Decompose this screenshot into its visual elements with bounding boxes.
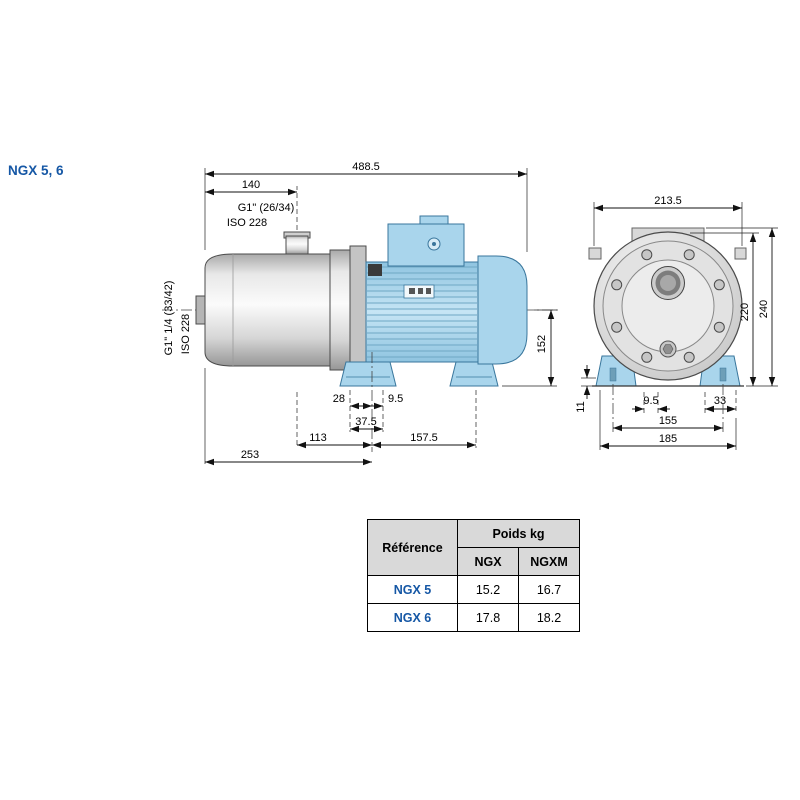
discharge-port: [285, 235, 309, 255]
rear-foot: [449, 361, 499, 387]
label-port-left: G1" 1/4 (33/42): [163, 281, 175, 356]
front-view: 213.5 220 240 11 9.5: [575, 195, 778, 450]
table-row: NGX 6 17.8 18.2: [367, 603, 580, 632]
bolt: [683, 351, 695, 363]
front-foot: [339, 361, 397, 387]
dim-base-width: 185: [659, 433, 677, 445]
drain-plug-hex: [662, 344, 674, 354]
dim-foot-edge: 33: [714, 395, 726, 407]
bolt: [611, 279, 623, 291]
dim-body-height: 220: [739, 303, 751, 321]
table-row: NGX 5 15.2 16.7: [367, 575, 580, 604]
bolt: [641, 249, 653, 261]
bolt: [713, 279, 725, 291]
dim-front-to-foot: 253: [241, 449, 259, 461]
nameplate-mark: [426, 288, 431, 294]
motor-fins: [367, 266, 477, 358]
cable-gland-center: [432, 242, 436, 246]
nameplate-mark: [418, 288, 423, 294]
dim-port-to-foot: 113: [309, 432, 327, 444]
dim-total-height: 240: [758, 300, 770, 318]
weight-table: Référence Poids kg NGX NGXM NGX 5 15.2 1…: [367, 519, 580, 632]
motor-terminal: [368, 264, 382, 276]
dim-foot-to-rear: 157.5: [410, 432, 438, 444]
dim-slot-width: 9.5: [643, 395, 658, 407]
side-view: 488.5 140 G1" (26/34) ISO 228 G1" 1/4 (3…: [162, 161, 560, 466]
dim-foot-total: 37.5: [355, 416, 376, 428]
bolt: [611, 321, 623, 333]
terminal-box-cap: [419, 215, 449, 225]
table-cell-ref: NGX 6: [367, 603, 458, 632]
pump-body: [204, 253, 351, 367]
lantern-flange: [349, 245, 367, 379]
table-cell-ngxm: 16.7: [518, 575, 580, 604]
dim-slot-height: 11: [575, 401, 587, 412]
table-header-weight: Poids kg: [457, 519, 580, 548]
label-iso-left: ISO 228: [180, 314, 192, 354]
table-cell-ngx: 15.2: [457, 575, 519, 604]
dim-hole-spacing: 155: [659, 415, 677, 427]
casing-ring: [329, 249, 351, 371]
dim-axis-height: 152: [536, 335, 548, 353]
table-cell-ngxm: 18.2: [518, 603, 580, 632]
table-header-reference: Référence: [367, 519, 458, 576]
bolt: [713, 321, 725, 333]
weight-table-container: Référence Poids kg NGX NGXM NGX 5 15.2 1…: [367, 519, 580, 632]
right-lug: [734, 247, 747, 260]
table-header-ngxm: NGXM: [518, 547, 580, 576]
dim-overall-length: 488.5: [352, 161, 380, 173]
page-title: NGX 5, 6: [8, 163, 64, 178]
table-cell-ref: NGX 5: [367, 575, 458, 604]
terminal-box: [387, 223, 465, 267]
bolt: [683, 249, 695, 261]
motor-end-cap: [477, 255, 528, 365]
nameplate-mark: [409, 288, 415, 294]
table-header-ngx: NGX: [457, 547, 519, 576]
table-cell-ngx: 17.8: [457, 603, 519, 632]
left-foot-slot: [609, 367, 617, 382]
discharge-port-center: [660, 275, 676, 291]
bolt: [641, 351, 653, 363]
right-foot-slot: [719, 367, 727, 382]
dim-port-offset: 140: [242, 179, 260, 191]
label-iso-top: ISO 228: [227, 217, 267, 229]
dim-foot-front: 28: [333, 393, 345, 405]
dim-foot-slot: 9.5: [388, 393, 403, 405]
left-lug: [588, 247, 602, 260]
dim-front-width: 213.5: [654, 195, 682, 207]
label-port-top: G1" (26/34): [238, 202, 295, 214]
